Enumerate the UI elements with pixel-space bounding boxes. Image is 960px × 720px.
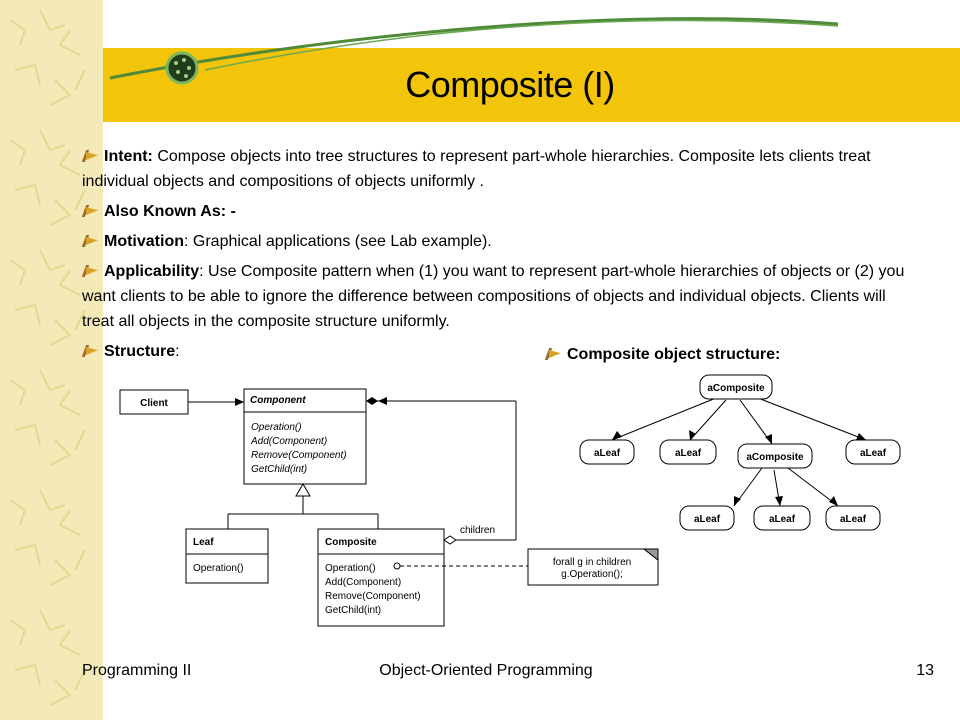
component-op: Remove(Component) <box>251 450 347 461</box>
flag-bullet-icon <box>82 205 98 217</box>
tree-arrowhead <box>689 430 696 440</box>
tree-arrowhead <box>775 496 783 506</box>
footer-subject: Object-Oriented Programming <box>379 662 593 679</box>
flag-bullet-icon <box>82 150 98 162</box>
bullet-intent: Intent: Compose objects into tree struct… <box>82 144 912 194</box>
bullet-motivation: Motivation: Graphical applications (see … <box>82 229 912 254</box>
tree-arrowhead <box>856 433 866 440</box>
tree-arrowhead <box>765 434 772 444</box>
tree-node <box>825 505 881 531</box>
association-arrowhead <box>235 398 244 406</box>
tree-node <box>845 439 901 465</box>
tree-node <box>753 505 811 531</box>
leaf-name: Leaf <box>193 537 214 548</box>
tree-arrowhead <box>612 431 622 440</box>
component-op: Add(Component) <box>250 436 327 447</box>
bullet-aka: Also Known As: - <box>82 199 912 224</box>
motivation-label: Motivation <box>104 233 184 250</box>
object-structure-heading: Composite object structure: <box>545 346 780 364</box>
footer-course: Programming II <box>82 662 192 679</box>
flag-bullet-icon <box>545 348 561 360</box>
bullet-list: Intent: Compose objects into tree struct… <box>82 144 912 369</box>
applicability-label: Applicability <box>104 263 200 280</box>
tree-node-label: aLeaf <box>594 448 621 459</box>
intent-text: Compose objects into tree structures to … <box>82 148 871 190</box>
flag-bullet-icon <box>82 235 98 247</box>
bullet-applicability: Applicability: Use Composite pattern whe… <box>82 259 912 334</box>
slide-title: Composite (I) <box>405 64 615 105</box>
children-arrowhead <box>378 397 387 405</box>
aka-text: : - <box>220 203 236 220</box>
leaf-class-box <box>185 528 269 584</box>
tree-node-root <box>699 374 773 400</box>
component-class-box <box>243 388 367 485</box>
aggregation-diamond <box>443 535 457 545</box>
tree-node-label: aLeaf <box>769 514 796 525</box>
note-line: g.Operation(); <box>561 569 623 580</box>
tree-node <box>579 439 635 465</box>
tree-arrowhead <box>734 496 741 506</box>
note-corner <box>642 548 659 562</box>
applicability-text: : Use Composite pattern when (1) you wan… <box>82 263 905 330</box>
flag-bullet-icon <box>82 265 98 277</box>
aka-label: Also Known As <box>104 203 221 220</box>
composite-name: Composite <box>325 537 377 548</box>
component-op: GetChild(int) <box>251 464 307 475</box>
component-name: Component <box>250 395 306 406</box>
children-label: children <box>460 525 495 536</box>
aggregation-endpoint <box>366 397 378 405</box>
structure-label: Structure <box>104 343 176 360</box>
tree-node-label: aLeaf <box>840 514 867 525</box>
flag-bullet-icon <box>82 345 98 357</box>
leaf-op: Operation() <box>193 563 244 574</box>
structure-text: : <box>175 343 180 360</box>
note-line: forall g in children <box>553 557 631 568</box>
tree-node-label: aLeaf <box>694 514 721 525</box>
tree-node <box>679 505 735 531</box>
tree-node-label: aLeaf <box>860 448 887 459</box>
title-bar <box>103 48 960 122</box>
composite-op: Remove(Component) <box>325 591 421 602</box>
inheritance-triangle <box>295 483 311 497</box>
tree-arrowhead <box>829 496 838 506</box>
sidebar-pattern <box>9 9 86 706</box>
decorative-sidebar <box>0 0 103 720</box>
composite-op: Add(Component) <box>325 577 401 588</box>
tree-node-label: aLeaf <box>675 448 702 459</box>
composite-op: GetChild(int) <box>325 605 381 616</box>
tree-node-label: aComposite <box>746 452 804 463</box>
component-op: Operation() <box>251 422 302 433</box>
intent-label: Intent: <box>104 148 153 165</box>
composite-op: Operation() <box>325 563 376 574</box>
bullet-structure: Structure: <box>82 339 912 364</box>
note-anchor <box>393 562 401 570</box>
tree-node <box>737 443 813 469</box>
motivation-text: : Graphical applications (see Lab exampl… <box>184 233 492 250</box>
client-class-box <box>119 389 189 415</box>
composite-class-box <box>317 528 445 627</box>
decorative-swoosh <box>109 17 839 85</box>
client-name: Client <box>140 398 168 409</box>
note-box <box>527 548 659 586</box>
object-structure-heading-text: Composite object structure: <box>567 346 781 363</box>
page-number: 13 <box>916 662 934 679</box>
tree-node-label: aComposite <box>707 383 765 394</box>
tree-node <box>659 439 717 465</box>
